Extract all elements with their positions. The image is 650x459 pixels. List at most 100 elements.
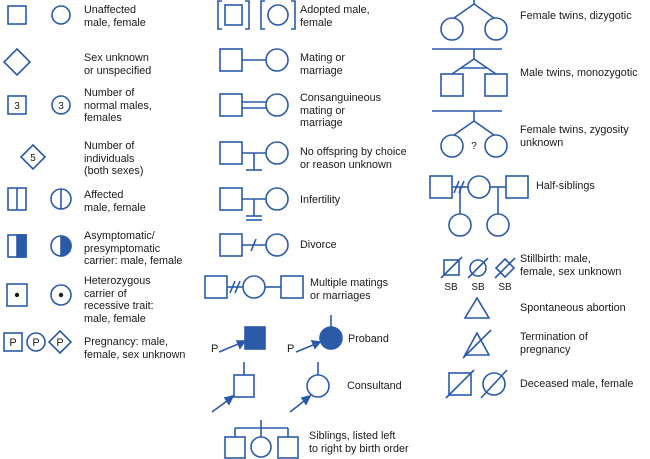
label-divorce: Divorce <box>300 239 337 251</box>
half-sibling-child-1-circle <box>448 213 472 237</box>
label-half-siblings: Half-siblings <box>536 180 595 192</box>
stillbirth-unknown-diamond <box>494 257 516 279</box>
divorce-slash <box>250 238 257 252</box>
label-asymptomatic: Asymptomatic/ presymptomatic carrier: ma… <box>84 230 183 268</box>
multiple-matings-second-male-square <box>280 275 304 299</box>
label-multiple-matings: Multiple matings or marriages <box>310 277 389 302</box>
deceased-male-square <box>448 372 472 396</box>
label-consanguineous: Consanguineous mating or marriage <box>300 92 382 130</box>
unaffected-symbols <box>7 5 71 25</box>
heterozygous-male-square <box>6 283 28 307</box>
label-consultand: Consultand <box>347 380 402 392</box>
label-infertility: Infertility <box>300 194 341 206</box>
sibling-first-square <box>224 436 246 459</box>
half-siblings-mother-circle <box>467 175 491 199</box>
label-number-individuals: Number of individuals (both sexes) <box>84 140 144 178</box>
label-twins-dizygotic: Female twins, dizygotic <box>520 10 632 22</box>
label-twins-unknown: Female twins, zygosity unknown <box>520 124 629 149</box>
multiple-matings-female-circle <box>242 275 266 299</box>
number-females-count: 3 <box>58 101 64 112</box>
pregnancy-unknown-diamond <box>47 329 73 355</box>
no-offspring-male-square <box>219 141 243 165</box>
consanguineous-symbols <box>219 93 289 117</box>
heterozygous-symbols <box>6 283 72 307</box>
mating-female-circle <box>265 48 289 72</box>
stillbirth-male-label: SB <box>444 282 458 293</box>
pregnancy-unknown-p: P <box>56 337 63 349</box>
half-siblings-male-1-square <box>429 175 453 199</box>
adopted-female-circle <box>267 4 289 26</box>
spontaneous-abortion-symbol <box>463 296 491 319</box>
consanguineous-male-square <box>219 93 243 117</box>
twins-monozygotic-symbols <box>432 48 508 97</box>
infertility-male-square <box>219 187 243 211</box>
affected-symbols <box>7 187 72 211</box>
number-males-count: 3 <box>14 101 20 112</box>
unknown-twin-1-circle <box>440 134 464 158</box>
termination-triangle <box>463 331 491 356</box>
label-adopted: Adopted male, female <box>300 4 370 29</box>
number-individuals-symbol: 5 <box>19 143 47 171</box>
zygosity-question-mark: ? <box>471 141 477 152</box>
pregnancy-female-circle <box>26 332 46 352</box>
label-heterozygous: Heterozygous carrier of recessive trait:… <box>84 275 154 325</box>
divorce-female-circle <box>265 233 289 257</box>
heterozygous-female-circle <box>50 284 72 306</box>
number-females-circle <box>51 95 71 115</box>
half-siblings-male-2-square <box>505 175 529 199</box>
termination-symbol <box>462 329 492 359</box>
termination-slash <box>462 329 492 359</box>
infertility-female-circle <box>265 187 289 211</box>
no-offspring-female-circle <box>265 141 289 165</box>
number-individuals-diamond <box>19 143 47 171</box>
proband-male-marker: P <box>211 343 218 355</box>
stillbirth-female-label: SB <box>471 282 485 293</box>
label-spontaneous-abortion: Spontaneous abortion <box>520 302 626 314</box>
adopted-symbols <box>217 0 296 30</box>
stillbirth-male-square <box>443 259 460 276</box>
proband-symbols: P P <box>211 315 343 355</box>
mating-male-square <box>219 48 243 72</box>
multiple-matings-symbols <box>204 275 304 299</box>
mating-symbols <box>219 48 289 72</box>
number-individuals-count: 5 <box>30 153 36 164</box>
proband-female-marker: P <box>287 343 294 355</box>
sex-unknown-symbol <box>2 47 32 77</box>
adopted-male-square <box>224 4 243 26</box>
label-mating: Mating or marriage <box>300 52 346 77</box>
proband-male-square <box>244 326 266 350</box>
label-sex-unknown: Sex unknown or unspecified <box>84 52 152 77</box>
unaffected-female-circle <box>51 5 71 25</box>
label-stillbirth: Stillbirth: male, female, sex unknown <box>520 253 622 278</box>
divorce-symbols <box>219 233 289 257</box>
deceased-female-circle <box>482 372 506 396</box>
no-offspring-symbols <box>219 141 289 171</box>
stillbirth-symbols: SB SB SB <box>440 256 516 293</box>
half-siblings-symbols <box>429 175 529 237</box>
label-affected: Affected male, female <box>84 189 146 214</box>
number-normal-symbols: 3 3 <box>7 95 71 115</box>
pregnancy-male-square <box>3 332 23 352</box>
label-unaffected: Unaffected male, female <box>84 4 146 29</box>
pregnancy-symbols: P P P <box>3 329 73 355</box>
deceased-symbols <box>445 369 508 399</box>
consultand-female-circle <box>306 374 330 398</box>
sibling-second-circle <box>250 436 272 458</box>
monozygotic-twin-1-square <box>440 73 464 97</box>
label-number-normal: Number of normal males, females <box>84 87 152 125</box>
consultand-male-square <box>233 374 255 398</box>
consanguineous-female-circle <box>265 93 289 117</box>
infertility-symbols <box>219 187 289 221</box>
carrier-symbols <box>7 234 72 258</box>
divorce-male-square <box>219 233 243 257</box>
dizygotic-twin-2-circle <box>484 17 508 41</box>
pregnancy-female-p: P <box>32 337 39 349</box>
label-no-offspring: No offspring by choice or reason unknown <box>300 146 407 171</box>
consultand-symbols <box>211 362 330 413</box>
sex-unknown-diamond <box>2 47 32 77</box>
multiple-matings-male-square <box>204 275 228 299</box>
label-deceased: Deceased male, female <box>520 378 634 390</box>
label-proband: Proband <box>348 333 389 345</box>
